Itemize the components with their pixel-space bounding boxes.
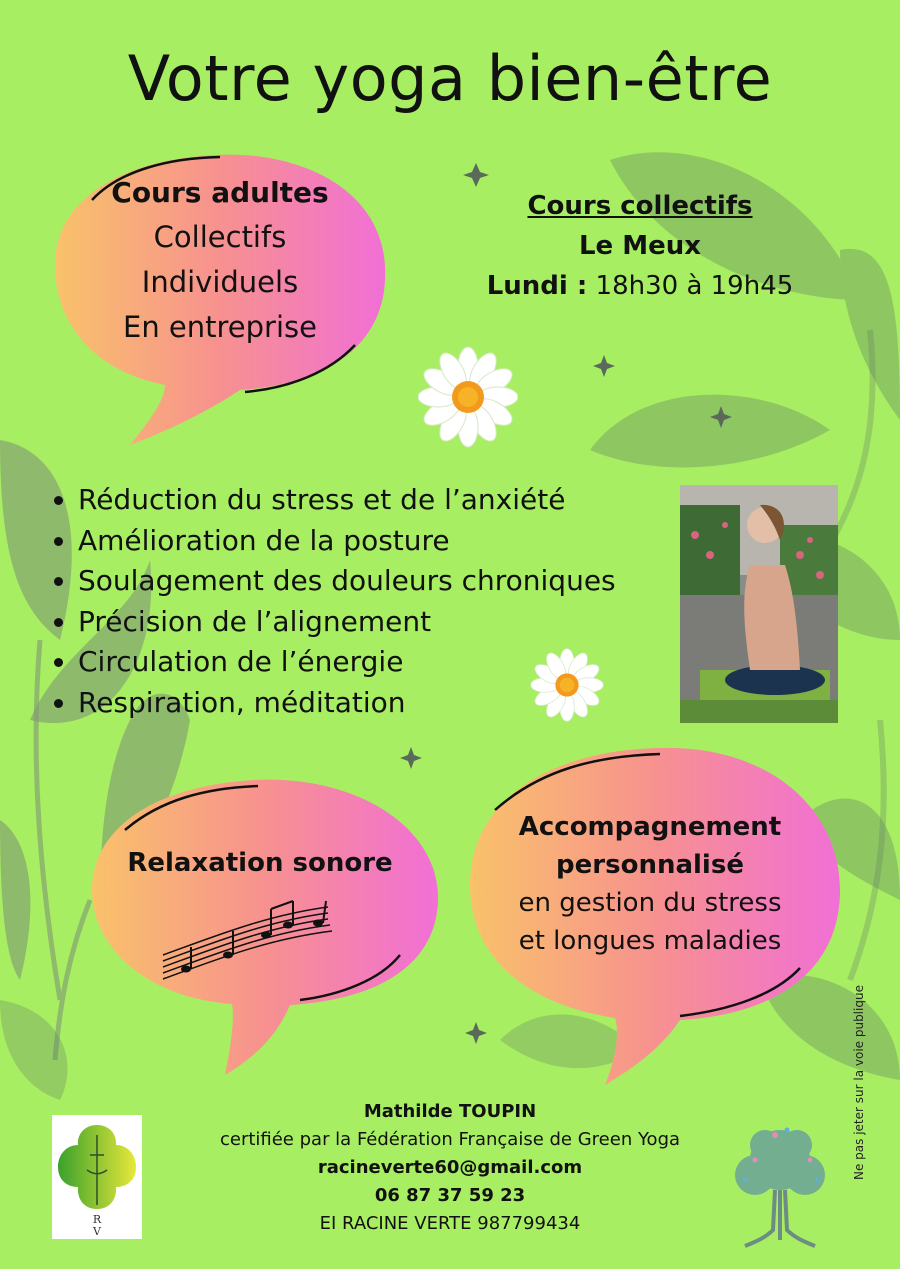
collective-time: 18h30 à 19h45 bbox=[595, 271, 794, 301]
footer-name: Mathilde TOUPIN bbox=[363, 1101, 537, 1122]
bubble-adults: Cours adultes Collectifs Individuels En … bbox=[60, 170, 380, 350]
footer-company: EI RACINE VERTE 987799434 bbox=[319, 1213, 581, 1234]
footer-email[interactable]: racineverte60@gmail.com bbox=[317, 1157, 583, 1178]
list-item: Soulagement des douleurs chroniques bbox=[78, 561, 616, 602]
list-item: Circulation de l’énergie bbox=[78, 642, 616, 683]
page-title: Votre yoga bien-être bbox=[127, 42, 773, 115]
daisy-icon bbox=[530, 648, 604, 722]
bubble-support-heading: personnalisé bbox=[556, 850, 744, 880]
bubble-support-line: et longues maladies bbox=[518, 926, 782, 956]
yoga-photo bbox=[680, 485, 838, 723]
bubble-support: Accompagnement personnalisé en gestion d… bbox=[490, 808, 810, 960]
bubble-adults-shape bbox=[55, 154, 386, 446]
bubble-support-heading: Accompagnement bbox=[518, 812, 782, 842]
collective-schedule: Lundi : 18h30 à 19h45 bbox=[470, 266, 810, 306]
list-item: Réduction du stress et de l’anxiété bbox=[78, 480, 616, 521]
list-item: Amélioration de la posture bbox=[78, 521, 616, 562]
list-item: Respiration, méditation bbox=[78, 683, 616, 724]
collective-heading: Cours collectifs bbox=[527, 191, 753, 221]
footer-contact: Mathilde TOUPIN certifiée par la Fédérat… bbox=[150, 1098, 750, 1238]
music-notes-icon bbox=[162, 900, 333, 980]
sparkle-icon bbox=[400, 163, 732, 1044]
daisy-icon bbox=[418, 346, 518, 448]
bubble-relax-shape bbox=[92, 779, 439, 1075]
bubble-adults-heading: Cours adultes bbox=[111, 176, 329, 209]
tree-icon bbox=[735, 1127, 825, 1248]
bubble-support-line: en gestion du stress bbox=[518, 888, 782, 918]
benefits-list: Réduction du stress et de l’anxiété Amél… bbox=[40, 480, 616, 723]
bubble-adults-line: Individuels bbox=[141, 265, 299, 299]
footer-phone[interactable]: 06 87 37 59 23 bbox=[374, 1185, 526, 1206]
collective-day: Lundi : bbox=[486, 271, 588, 301]
logo-letters: R bbox=[93, 1213, 102, 1226]
collective-place: Le Meux bbox=[578, 231, 702, 261]
logo-graphic: R V bbox=[58, 1125, 136, 1238]
bubble-support-shape bbox=[470, 747, 840, 1085]
bubble-relax-label: Relaxation sonore bbox=[127, 848, 393, 878]
svg-text:V: V bbox=[92, 1225, 102, 1238]
footer-certification: certifiée par la Fédération Française de… bbox=[219, 1129, 681, 1150]
bubble-adults-line: En entreprise bbox=[123, 310, 317, 344]
side-note: Ne pas jeter sur la voie publique bbox=[852, 985, 866, 1181]
bubble-adults-line: Collectifs bbox=[153, 220, 287, 254]
logo-icon: R V bbox=[52, 1115, 142, 1239]
list-item: Précision de l’alignement bbox=[78, 602, 616, 643]
collective-info: Cours collectifs Le Meux Lundi : 18h30 à… bbox=[470, 186, 810, 306]
